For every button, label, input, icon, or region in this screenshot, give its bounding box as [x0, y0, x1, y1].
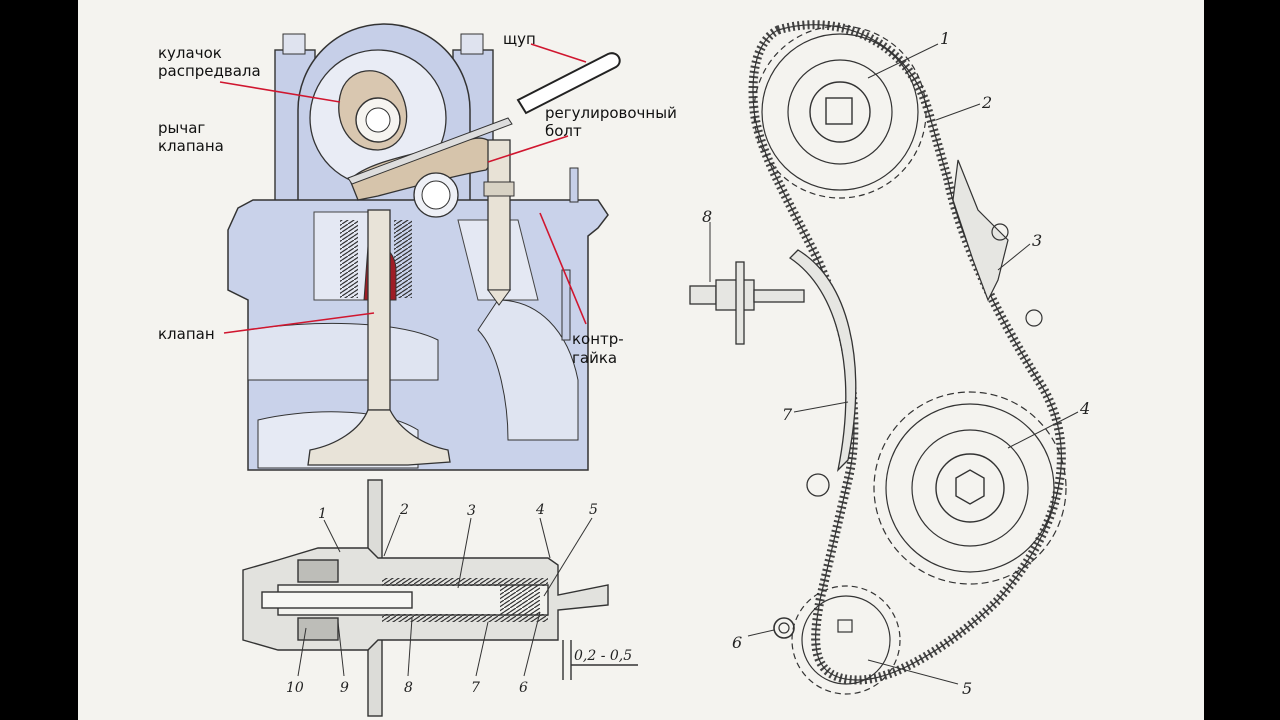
tensioner-part-5: 5 [589, 502, 598, 518]
page-sheet: кулачок распредвала щуп рычаг клапана ре… [78, 0, 1204, 720]
chain-part-2: 2 [981, 93, 992, 112]
tensioner-leader-lines [297, 514, 593, 677]
label-nut-line2: гайка [572, 349, 617, 367]
tensioner-part-1: 1 [318, 506, 327, 522]
label-cam-line2: распредвала [158, 62, 261, 80]
tensioner-part-2: 2 [399, 502, 409, 518]
label-nut-line1: контр- [572, 330, 624, 348]
diagram-canvas: кулачок распредвала щуп рычаг клапана ре… [158, 20, 1090, 717]
tensioner-part-4: 4 [535, 502, 545, 518]
label-bolt-line1: регулировочный [545, 104, 677, 122]
chain-part-4: 4 [1079, 399, 1090, 418]
chain-part-3: 3 [1032, 231, 1042, 250]
chain-part-8: 8 [702, 207, 712, 226]
chain-part-1: 1 [940, 29, 950, 48]
cylinder-head-drawing [227, 23, 621, 471]
tensioner-part-9: 9 [340, 680, 349, 696]
label-rocker-line1: рычаг [158, 119, 205, 137]
timing-chain-drawing [689, 20, 1067, 695]
label-valve: клапан [158, 325, 215, 343]
chain-part-5: 5 [962, 679, 972, 698]
chain-part-6: 6 [732, 633, 742, 652]
tensioner-part-3: 3 [467, 503, 476, 519]
tensioner-clearance-dimension: 0,2 - 0,5 [574, 648, 632, 664]
tensioner-part-6: 6 [519, 680, 528, 696]
tensioner-drawing [242, 479, 638, 717]
label-bolt-line2: болт [545, 122, 582, 140]
tensioner-part-10: 10 [286, 680, 304, 696]
head-leader-lines [219, 43, 587, 334]
label-feeler-gauge: щуп [503, 30, 536, 48]
chain-part-7: 7 [782, 405, 793, 424]
tensioner-part-7: 7 [471, 680, 480, 696]
chain-leader-lines [709, 43, 1079, 685]
tensioner-part-8: 8 [404, 680, 413, 696]
label-rocker-line2: клапана [158, 137, 224, 155]
label-cam-line1: кулачок [158, 44, 222, 62]
